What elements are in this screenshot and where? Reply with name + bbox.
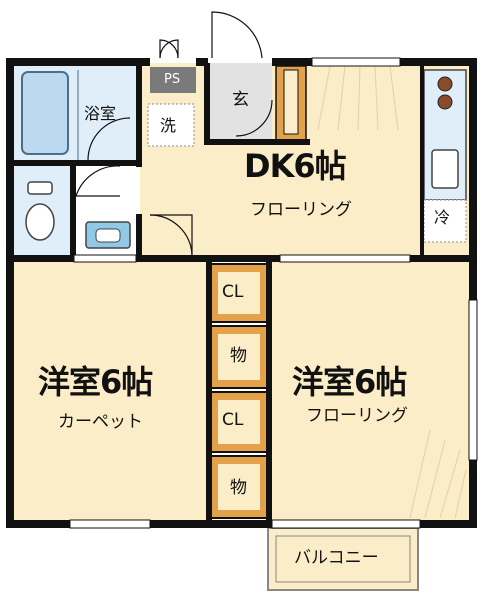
toilet-icon (25, 181, 55, 241)
western-right-title: 洋室6帖 (292, 363, 407, 401)
balcony-label: バルコニー (294, 548, 379, 568)
stove-burner-icon (437, 76, 453, 92)
laundry-area (147, 103, 195, 147)
sunlight-hatch (317, 65, 467, 519)
bathtub-icon (21, 71, 69, 155)
ps-label: PS (164, 72, 181, 87)
floor-fill-western-left (12, 262, 206, 520)
western-left-floor-label: カーペット (58, 412, 143, 432)
closet-label-1: CL (222, 282, 244, 302)
ps-box (150, 67, 196, 93)
windows (69, 57, 478, 529)
western-left-title: 洋室6帖 (38, 363, 153, 401)
laundry-label: 洗 (160, 116, 177, 135)
closet-label-2: CL (222, 410, 244, 430)
entrance-label: 玄 (232, 90, 249, 110)
western-right-floor-label: フローリング (306, 406, 408, 426)
entrance-area (208, 63, 272, 141)
fridge-space (423, 199, 467, 243)
floor-fill-western-right (272, 262, 469, 520)
walls (6, 58, 477, 528)
dk-floor-label: フローリング (250, 200, 352, 220)
fridge-label: 冷 (434, 208, 451, 227)
storage-label-1: 物 (230, 346, 247, 366)
bath-label: 浴室 (84, 104, 117, 123)
dk-title: DK6帖 (244, 147, 347, 185)
sink-icon (431, 149, 459, 189)
doors (75, 11, 273, 256)
stove-burner-icon (437, 94, 453, 110)
storage-label-2: 物 (230, 478, 247, 498)
